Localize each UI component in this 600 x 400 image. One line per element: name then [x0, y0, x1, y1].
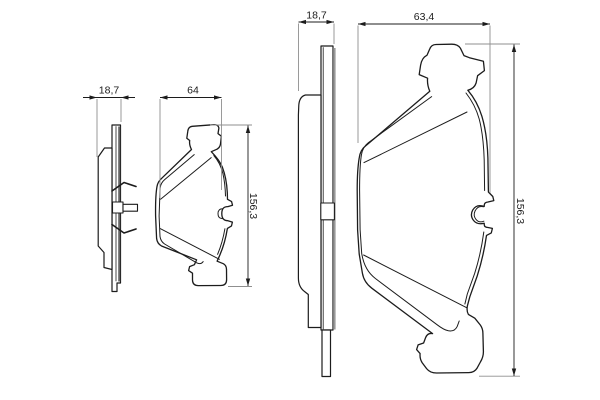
dim-label-height-small: 156,3	[247, 193, 259, 219]
ear-notch-inner-line	[217, 208, 223, 220]
dim-arrow-up	[245, 125, 251, 133]
friction-material-outline	[297, 94, 322, 329]
friction-inset-line-right	[465, 92, 486, 191]
dim-label-width-small: 64	[187, 85, 199, 97]
dim-arrow-right	[482, 21, 490, 27]
chamfer-line-lower	[363, 254, 467, 309]
dim-arrow-left	[121, 95, 129, 100]
dim-label-thickness-large: 18,7	[306, 10, 327, 22]
chamfer-line-lower	[159, 228, 220, 260]
dim-arrow-down	[245, 278, 251, 286]
friction-inset-line-right-lower	[217, 228, 226, 255]
friction-inset-line	[359, 96, 460, 332]
piston-button	[320, 202, 335, 221]
dim-arrow-left	[358, 21, 366, 27]
dim-arrow-left	[298, 19, 306, 25]
backing-plate-bottom-tab	[321, 329, 332, 378]
friction-material-outline	[97, 147, 113, 271]
piston-button-base	[111, 201, 124, 214]
chamfer-line-upper	[363, 111, 468, 164]
dim-arrow-down	[511, 368, 517, 376]
dim-arrow-left	[160, 95, 168, 100]
friction-inset-line	[158, 154, 204, 265]
dim-arrow-right	[326, 19, 334, 25]
friction-inset-line-right	[213, 155, 226, 197]
friction-inset-line-right-lower	[464, 231, 485, 305]
ear-notch-inner-line	[473, 205, 485, 223]
view-side-large: 18,7	[297, 10, 336, 378]
dim-arrow-up	[511, 44, 517, 52]
dim-label-height-large: 156,3	[514, 198, 526, 224]
backing-plate-outline	[320, 45, 334, 331]
pad-outline	[154, 124, 234, 287]
spring-clip-upper	[111, 181, 137, 192]
piston-button-pin	[122, 203, 139, 212]
view-front-large: 63,4 156,3	[356, 11, 526, 377]
dim-label-thickness-small: 18,7	[99, 85, 120, 97]
chamfer-line-upper	[160, 157, 212, 200]
dim-arrow-right	[89, 95, 97, 100]
dim-label-width-large: 63,4	[414, 11, 435, 23]
view-side-small: 18,7	[83, 85, 139, 293]
dim-arrow-right	[214, 95, 222, 100]
pad-outline	[356, 43, 495, 374]
view-front-small: 64 156,3	[154, 85, 259, 287]
spring-clip-lower	[111, 223, 137, 234]
